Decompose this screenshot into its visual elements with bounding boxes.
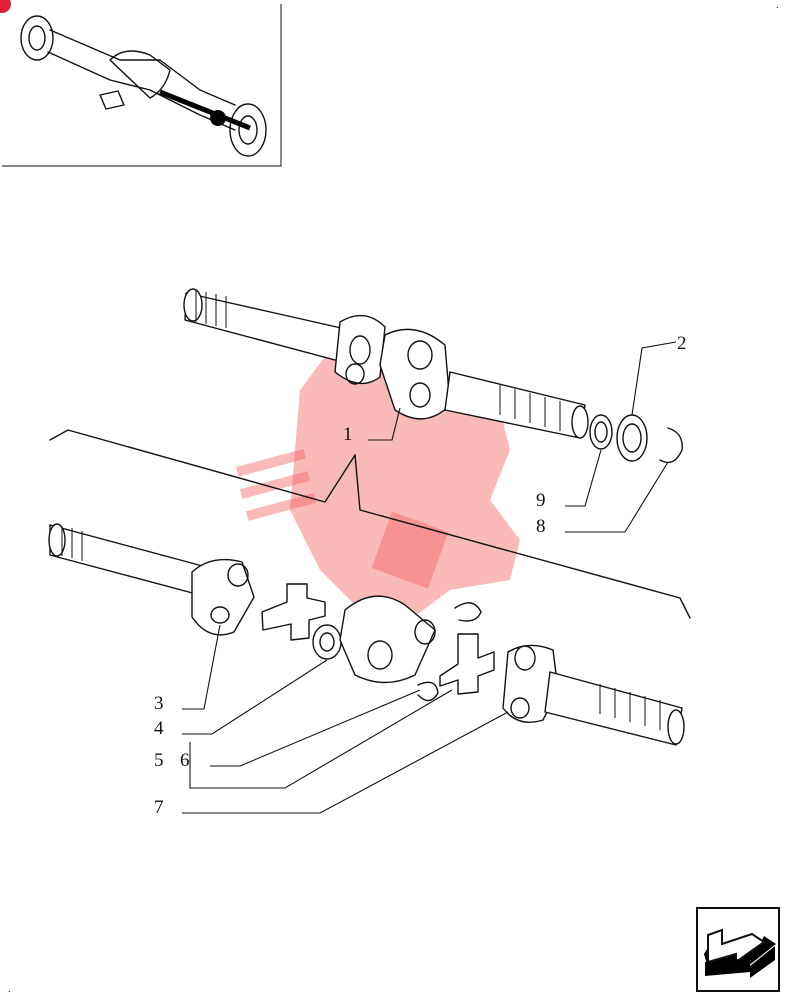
callout-8: 8 (536, 516, 546, 537)
red-badge-icon (0, 0, 11, 13)
callout-4: 4 (154, 718, 164, 739)
upper-retaining-rings (589, 414, 683, 464)
callout-3: 3 (154, 693, 164, 714)
ring-2 (616, 414, 648, 462)
leader-lines (182, 341, 677, 814)
upper-axle-shaft-assembly (183, 288, 589, 439)
callout-6: 6 (180, 750, 190, 771)
ring-9 (589, 414, 613, 450)
axle-overview-thumbnail (0, 0, 282, 167)
lower-axle-shaft-exploded (48, 523, 685, 746)
corner-mark-right: . (776, 0, 779, 11)
callout-5: 5 (154, 750, 164, 771)
snap-ring-5 (417, 681, 439, 702)
snap-ring-8 (659, 427, 683, 464)
callout-9: 9 (536, 490, 546, 511)
corner-mark-left: . (8, 984, 11, 995)
center-body (339, 595, 436, 684)
section-lines (49, 429, 691, 619)
spider-cross-right (439, 633, 495, 695)
spider-cross-left (261, 583, 326, 641)
snap-ring-upper (454, 602, 482, 622)
callout-7: 7 (154, 797, 164, 818)
callout-1: 1 (343, 424, 353, 445)
callout-labels: 1 2 3 4 5 6 7 8 9 (154, 333, 687, 818)
callout-2: 2 (677, 333, 687, 354)
yoke-3 (191, 558, 255, 636)
ring-4 (312, 624, 342, 660)
next-page-arrow-icon[interactable] (696, 907, 780, 992)
